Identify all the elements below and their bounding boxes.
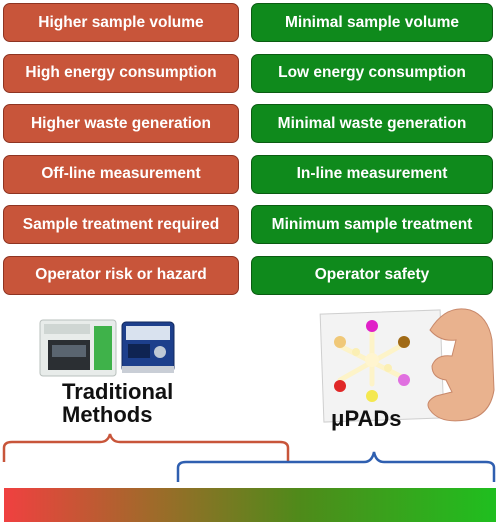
- upads-label: μPADs: [331, 406, 402, 431]
- paper-microfluidic-device-icon: [319, 308, 495, 423]
- feature-box-upads: Minimum sample treatment: [251, 205, 493, 244]
- traditional-bracket: [2, 433, 290, 462]
- feature-box-upads: Operator safety: [251, 255, 493, 295]
- lab-instruments-icon: [39, 319, 175, 377]
- upads-bracket: [176, 451, 496, 482]
- traditional-methods-label: Traditional Methods: [62, 380, 173, 426]
- feature-box-upads: Low energy consumption: [251, 53, 493, 93]
- feature-box-upads: Minimal waste generation: [251, 104, 493, 143]
- feature-box-traditional: Higher waste generation: [3, 104, 239, 143]
- feature-box-traditional: Operator risk or hazard: [3, 255, 239, 295]
- traditional-label-line2: Methods: [62, 402, 153, 428]
- feature-box-upads: In-line measurement: [251, 154, 493, 194]
- gradient-scale-bar: [4, 488, 496, 522]
- upads-features-column: Minimal sample volume Low energy consump…: [251, 3, 493, 306]
- feature-box-traditional: Higher sample volume: [3, 3, 239, 42]
- traditional-label-line1: Traditional: [62, 379, 174, 404]
- feature-box-traditional: High energy consumption: [3, 53, 239, 93]
- feature-box-upads: Minimal sample volume: [251, 3, 493, 42]
- traditional-features-column: Higher sample volume High energy consump…: [3, 3, 239, 306]
- feature-box-traditional: Sample treatment required: [3, 205, 239, 244]
- feature-box-traditional: Off-line measurement: [3, 154, 239, 194]
